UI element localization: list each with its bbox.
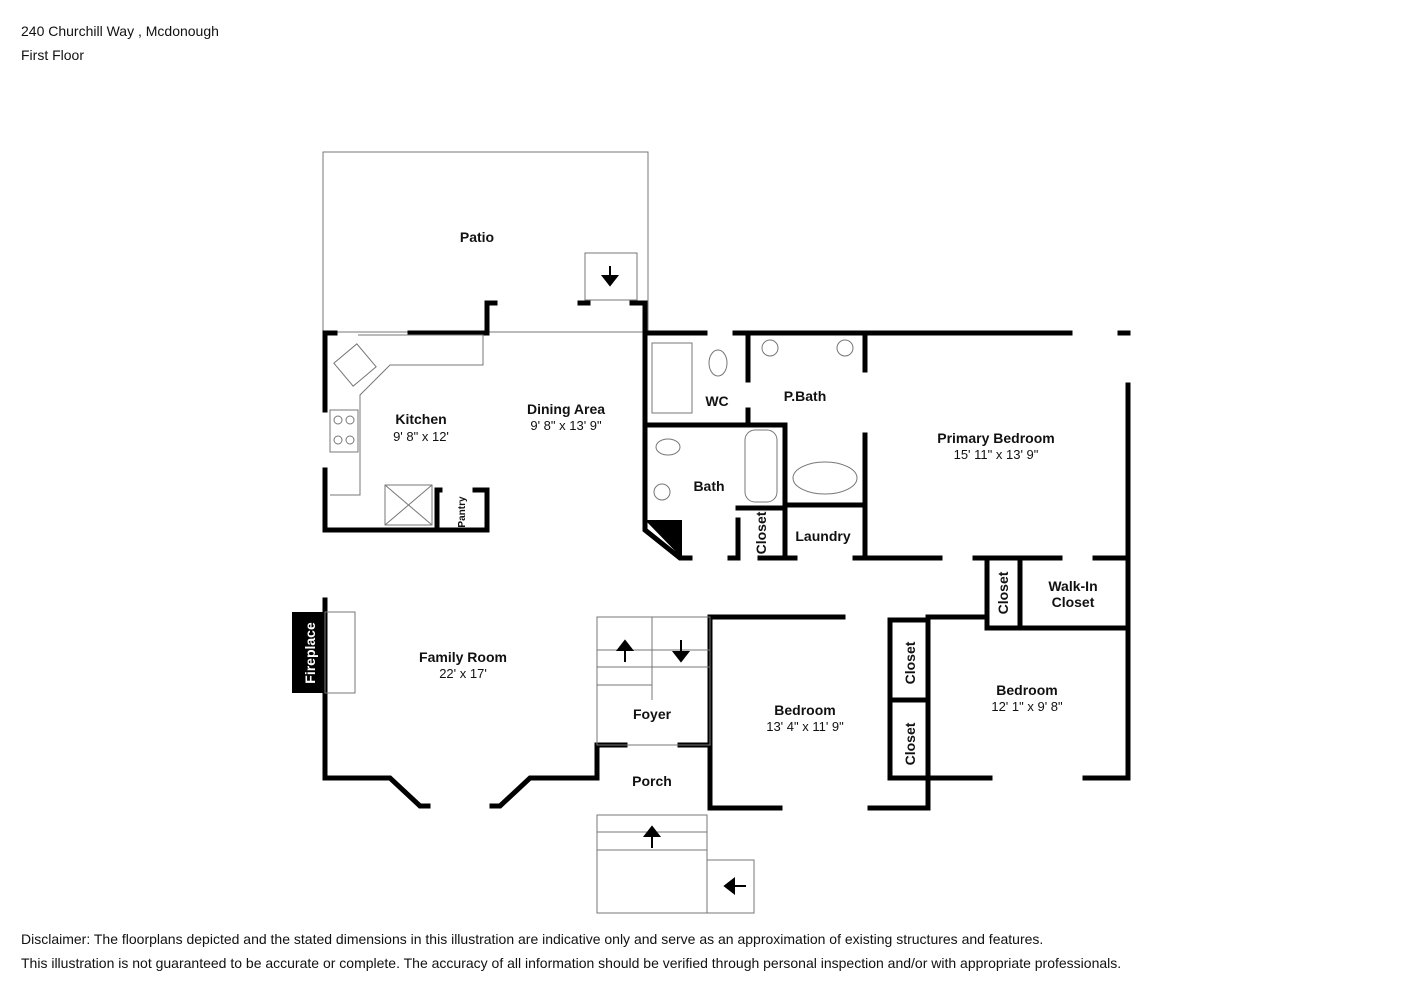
patio-label: Patio	[460, 229, 494, 245]
walkin-closet-label-2: Closet	[1052, 594, 1095, 610]
pbath-label: P.Bath	[784, 388, 827, 404]
porch-label: Porch	[632, 773, 672, 789]
arrow-up-icon	[642, 825, 662, 848]
bathtub-icon	[744, 429, 778, 503]
bedroom-label: Bedroom	[774, 702, 835, 718]
chimney-block	[645, 520, 682, 558]
stove-icon	[329, 409, 359, 453]
sink-icon	[761, 339, 779, 357]
closet-label: Closet	[753, 511, 769, 554]
dining-dims: 9' 8" x 13' 9"	[530, 418, 602, 433]
closet-label: Closet	[902, 722, 918, 765]
fireplace-label: Fireplace	[302, 622, 318, 684]
laundry-label: Laundry	[795, 528, 850, 544]
walkin-closet-label: Walk-In	[1048, 578, 1097, 594]
bath-label: Bath	[693, 478, 724, 494]
kitchen-dims: 9' 8" x 12'	[393, 429, 449, 444]
toilet-icon	[655, 438, 681, 456]
address-label: 240 Churchill Way , Mcdonough	[21, 23, 219, 39]
bedroom-label: Bedroom	[996, 682, 1057, 698]
floor-label: First Floor	[21, 47, 84, 63]
walls	[322, 300, 1131, 811]
fridge-icon	[384, 484, 433, 526]
closet-label: Closet	[995, 571, 1011, 614]
disclaimer-line-2: This illustration is not guaranteed to b…	[21, 955, 1122, 971]
primary-bedroom-label: Primary Bedroom	[937, 430, 1054, 446]
bedroom-dims: 13' 4" x 11' 9"	[766, 719, 844, 734]
kitchen-label: Kitchen	[395, 411, 446, 427]
stairs	[596, 616, 755, 914]
arrow-down-icon	[600, 266, 620, 287]
family-room-label: Family Room	[419, 649, 507, 665]
fireplace	[292, 612, 325, 693]
patio-steps	[584, 252, 638, 301]
sink-icon	[653, 483, 671, 501]
foyer-label: Foyer	[633, 706, 672, 722]
fixtures	[329, 334, 858, 526]
pantry-label: Pantry	[457, 496, 468, 528]
dining-label: Dining Area	[527, 401, 605, 417]
sink-icon	[333, 343, 377, 387]
bathtub-icon	[792, 461, 858, 495]
primary-bedroom-dims: 15' 11" x 13' 9"	[954, 447, 1039, 462]
arrow-down-icon	[671, 640, 691, 663]
sink-icon	[836, 339, 854, 357]
disclaimer-line-1: Disclaimer: The floorplans depicted and …	[21, 931, 1044, 947]
arrow-up-icon	[615, 639, 635, 662]
family-room-dims: 22' x 17'	[439, 666, 487, 681]
bedroom-dims: 12' 1" x 9' 8"	[991, 699, 1063, 714]
arrow-left-icon	[723, 876, 746, 896]
wc-label: WC	[705, 393, 728, 409]
closet-label: Closet	[902, 641, 918, 684]
toilet-icon	[708, 349, 728, 377]
